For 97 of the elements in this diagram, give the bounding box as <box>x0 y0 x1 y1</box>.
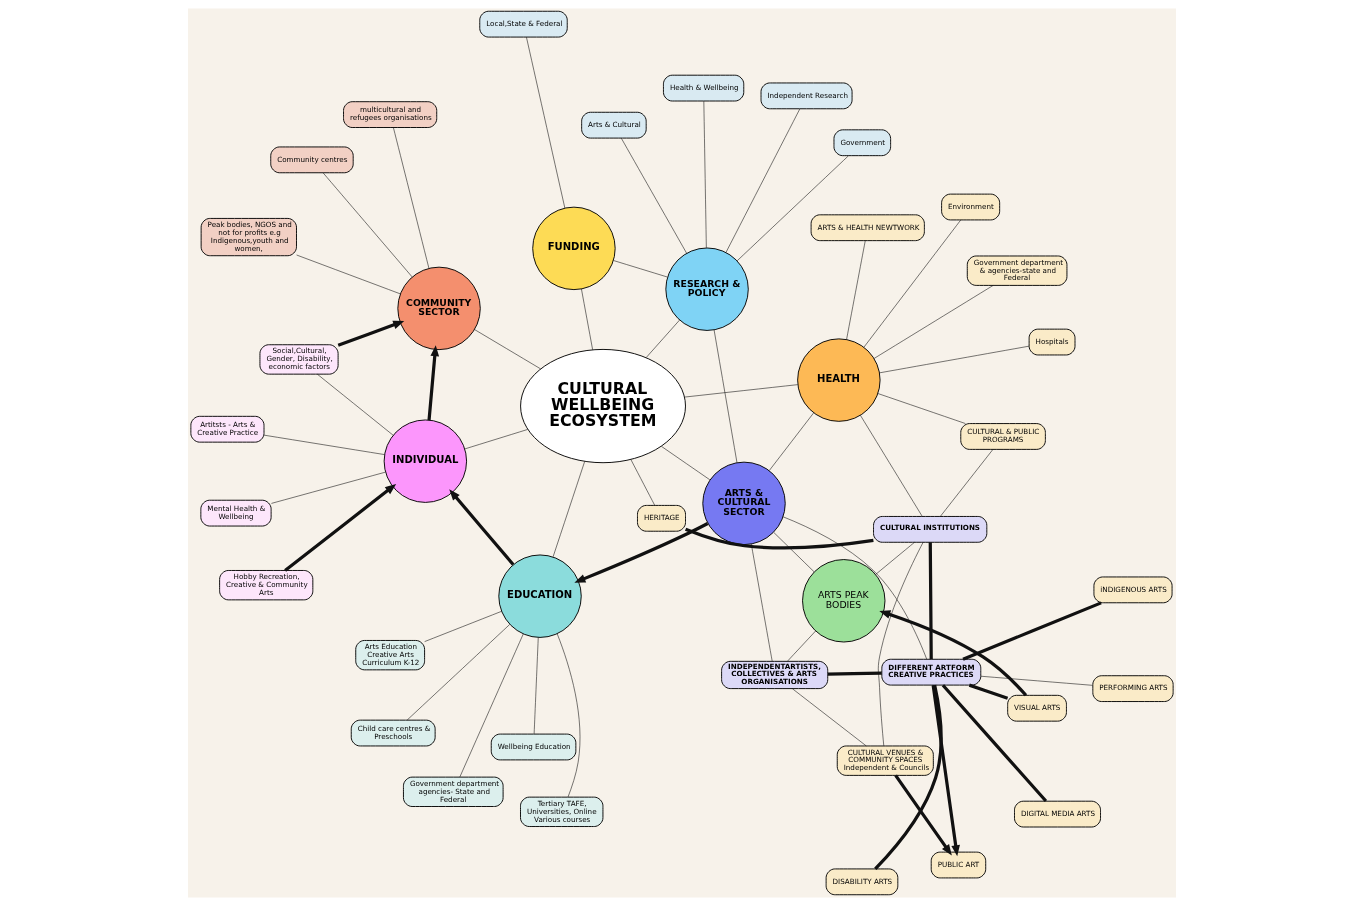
connector <box>725 108 800 253</box>
connector <box>874 542 915 575</box>
connector <box>772 532 814 573</box>
node-box: INDEPENDENTARTISTS, COLLECTIVES & ARTS ORGANISATIONS <box>720 660 828 690</box>
arrow <box>893 774 952 856</box>
node-box: Peak bodies, NGOS and not for profits e.g Indigenous,youth and women, <box>200 217 297 257</box>
arrow <box>337 320 404 347</box>
node-box: Local,State & Federal <box>478 10 568 38</box>
connector <box>877 542 923 747</box>
node-circle: ARTS & CULTURAL SECTOR <box>701 461 786 546</box>
node-box: Social,Cultural, Gender, Disability, economic factors <box>258 344 339 375</box>
connector <box>459 633 524 778</box>
connector <box>630 459 655 506</box>
connector <box>612 260 668 278</box>
node-box: Government department agencies- State and Federal <box>402 776 504 807</box>
connector <box>406 624 510 721</box>
connector <box>556 633 580 798</box>
node-box: PUBLIC ART <box>930 851 986 879</box>
connector <box>713 329 737 463</box>
connector <box>968 683 1008 700</box>
connector <box>552 461 585 558</box>
connector <box>463 429 528 450</box>
node-circle: FUNDING <box>531 206 616 291</box>
arrow <box>931 684 960 857</box>
node-box: CULTURAL INSTITUTIONS <box>872 516 987 543</box>
node-box: DISABILITY ARTS <box>825 868 898 896</box>
connector <box>525 36 565 209</box>
connector <box>845 240 866 340</box>
node-box: Hobby Recreation, Creative & Community Arts <box>218 570 313 601</box>
node-box: DIFFERENT ARTFORM CREATIVE PRACTICES <box>880 658 981 686</box>
connector <box>392 127 429 269</box>
node-box: CULTURAL & PUBLIC PROGRAMS <box>959 423 1046 450</box>
connector <box>423 611 502 642</box>
node-box: Child care centres & Preschools <box>350 719 436 747</box>
connector <box>980 675 1093 686</box>
connector <box>768 412 814 471</box>
node-circle: ARTS PEAK BODIES <box>801 559 885 643</box>
connector <box>322 172 412 278</box>
node-box: Artitsts - Arts & Creative Practice <box>189 415 264 443</box>
connector <box>316 373 393 436</box>
connector <box>827 671 882 676</box>
connector <box>473 329 541 370</box>
node-box: CULTURAL VENUES & COMMUNITY SPACES Independent & Councils <box>836 745 934 776</box>
node-box: Arts Education Creative Arts Curriculum K-12 <box>354 640 425 671</box>
connector <box>703 100 707 249</box>
node-box: multicultural and refugees organisations <box>342 101 437 128</box>
arrow <box>283 483 396 572</box>
node-box: Mental Health & Wellbeing <box>199 499 272 527</box>
node-box: Wellbeing Education <box>490 733 576 761</box>
arrow <box>448 489 514 566</box>
node-box: VISUAL ARTS <box>1006 694 1067 722</box>
connector <box>270 471 386 504</box>
node-circle: HEALTH <box>796 338 881 422</box>
connector <box>877 393 966 424</box>
node-box: Environment <box>940 193 1000 221</box>
connector <box>645 319 680 358</box>
node-box: iNDIGENOUS ARTS <box>1092 576 1173 604</box>
node-box: ARTS & HEALTH NEWTWORK <box>810 214 925 242</box>
node-box: PERFORMING ARTS <box>1091 675 1174 702</box>
connector <box>961 601 1102 661</box>
connector <box>782 516 927 660</box>
connector <box>620 137 687 254</box>
connector <box>878 345 1029 374</box>
connector <box>750 543 772 662</box>
node-circle: RESEARCH & POLICY <box>664 247 749 331</box>
node-box: Hospitals <box>1028 328 1075 356</box>
node-box: Arts & Cultural <box>580 111 647 139</box>
connector <box>660 446 710 481</box>
connector <box>786 630 816 662</box>
node-box: DIGITAL MEDIA ARTS <box>1013 800 1101 828</box>
connector <box>859 415 922 517</box>
node-circle: EDUCATION <box>497 554 582 638</box>
connector <box>928 542 933 660</box>
connector <box>683 384 798 398</box>
node-box: Government department & agencies-state and Federal <box>966 255 1067 286</box>
node-box: Health & Wellbeing <box>662 74 744 102</box>
node-ellipse: CULTURAL WELLBEING ECOSYSTEM <box>519 348 686 464</box>
node-box: Government <box>833 129 891 157</box>
node-circle: COMMUNITY SECTOR <box>396 266 481 351</box>
connector <box>941 684 1047 803</box>
connector <box>791 688 867 747</box>
connector <box>873 285 993 359</box>
node-box: HERITAGE <box>636 504 686 532</box>
connector <box>263 434 385 455</box>
connector <box>533 637 539 735</box>
node-box: Independent Research <box>760 82 853 110</box>
connector <box>684 527 874 550</box>
connector <box>863 219 961 348</box>
arrow <box>573 522 708 583</box>
node-box: Tertiary TAFE, Universities, Online Various courses <box>519 796 603 827</box>
node-box: Community centres <box>269 146 354 174</box>
connector <box>939 449 993 517</box>
connector <box>736 155 849 262</box>
connector <box>295 254 401 295</box>
connector <box>873 684 943 870</box>
arrow <box>426 345 439 421</box>
connector <box>580 288 593 351</box>
